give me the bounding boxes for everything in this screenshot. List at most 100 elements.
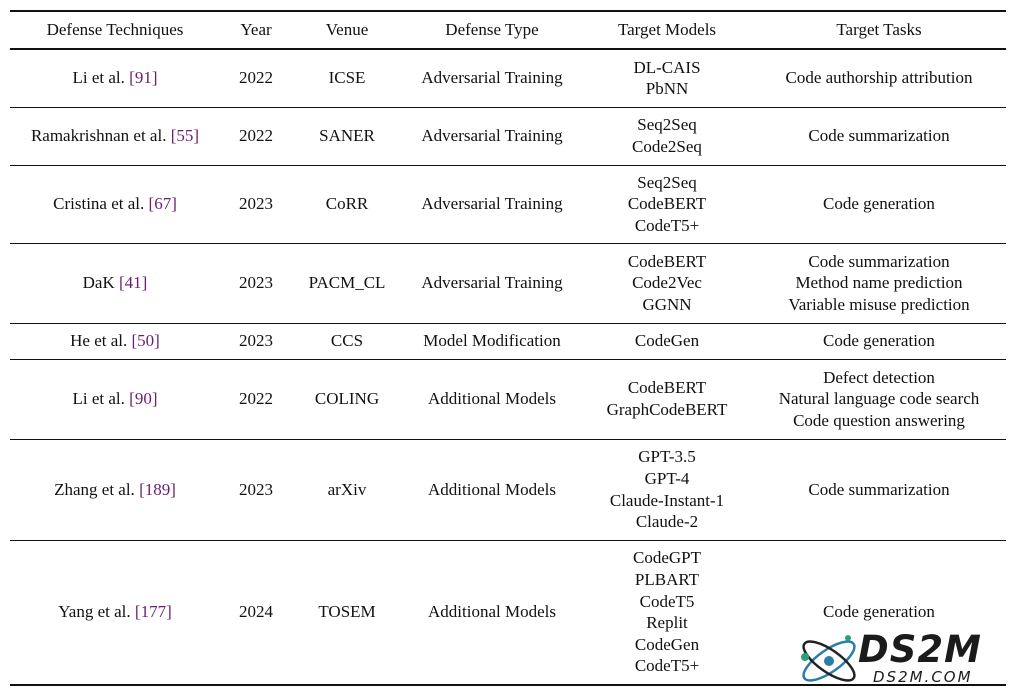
cell-venue: CoRR xyxy=(325,194,369,214)
cell-year: 2023 xyxy=(239,273,273,293)
task-name: Variable misuse prediction xyxy=(788,294,970,314)
cell-defense-technique: Ramakrishnan et al. [55] xyxy=(10,107,220,165)
author-name: Ramakrishnan et al. xyxy=(30,126,167,146)
cell-defense-type: Adversarial Training xyxy=(421,194,563,214)
task-name: Code generation xyxy=(823,331,935,351)
model-name: CodeBERT xyxy=(627,378,707,398)
citation-link[interactable]: [90] xyxy=(129,389,158,409)
citation-link[interactable]: [55] xyxy=(170,126,200,146)
cell-defense-technique: Zhang et al. [189] xyxy=(10,439,220,540)
cell-year: 2022 xyxy=(239,68,273,88)
table-row: Li et al. [91] 2022 ICSE Adversarial Traini… xyxy=(10,49,1006,107)
citation-link[interactable]: [91] xyxy=(129,68,158,88)
cell-defense-technique: Cristina et al. [67] xyxy=(10,165,220,243)
author-name: DaK xyxy=(82,273,115,293)
author-name: Cristina et al. xyxy=(53,194,145,214)
watermark-logo: DS2M DS2M.COM xyxy=(793,628,1013,694)
cell-venue: SANER xyxy=(319,126,375,146)
task-name: Code question answering xyxy=(793,410,965,430)
cell-defense-technique: Li et al. [90] xyxy=(10,359,220,439)
cell-defense-technique: Yang et al. [177] xyxy=(10,540,220,685)
cell-target-tasks: Code authorship attribution xyxy=(752,49,1006,107)
cell-year: 2022 xyxy=(239,389,273,409)
header-year: Year xyxy=(220,10,292,50)
header-row: Defense Techniques Year Venue Defense Ty… xyxy=(10,10,1006,50)
model-name: PbNN xyxy=(645,79,689,99)
cell-target-tasks: Code generation xyxy=(752,165,1006,243)
defense-techniques-table: Defense Techniques Year Venue Defense Ty… xyxy=(10,10,1006,686)
model-name: CodeT5+ xyxy=(634,656,700,676)
cell-defense-technique: Li et al. [91] xyxy=(10,49,220,107)
table-row: Li et al. [90] 2022 COLING Additional Model… xyxy=(10,359,1006,439)
watermark-title: DS2M xyxy=(858,628,982,671)
cell-target-tasks: Code generation xyxy=(752,540,1006,685)
model-name: Claude-Instant-1 xyxy=(609,490,725,510)
model-name: CodeGen xyxy=(634,331,700,351)
cell-year: 2022 xyxy=(239,126,273,146)
model-name: CodeT5+ xyxy=(634,215,700,235)
header-defense-type: Defense Type xyxy=(402,10,582,50)
atom-icon xyxy=(801,635,856,682)
citation-link[interactable]: [41] xyxy=(119,273,148,293)
cell-venue: TOSEM xyxy=(318,602,376,622)
cell-defense-type: Adversarial Training xyxy=(421,126,563,146)
task-name: Code generation xyxy=(823,194,935,214)
model-name: Replit xyxy=(646,613,688,633)
cell-year: 2023 xyxy=(239,194,273,214)
cell-target-tasks: Code summarization xyxy=(752,107,1006,165)
task-name: Natural language code search xyxy=(778,389,980,409)
header-target-models: Target Models xyxy=(582,10,752,50)
model-name: CodeGPT xyxy=(633,548,701,568)
author-name: Li et al. xyxy=(72,389,125,409)
cell-defense-type: Additional Models xyxy=(428,389,556,409)
task-name: Code authorship attribution xyxy=(785,68,973,88)
cell-target-tasks: Code summarization xyxy=(752,439,1006,540)
task-name: Code summarization xyxy=(808,251,950,271)
author-name: He et al. xyxy=(70,331,128,351)
model-name: GGNN xyxy=(642,294,692,314)
task-name: Code summarization xyxy=(808,126,950,146)
cell-year: 2023 xyxy=(239,479,273,499)
citation-link[interactable]: [67] xyxy=(148,194,177,214)
model-name: Claude-2 xyxy=(635,512,699,532)
citation-link[interactable]: [189] xyxy=(139,479,176,499)
author-name: Yang et al. xyxy=(58,602,131,622)
model-name: Code2Seq xyxy=(632,137,702,156)
header-venue: Venue xyxy=(292,10,402,50)
task-name: Method name prediction xyxy=(795,273,963,293)
cell-defense-type: Adversarial Training xyxy=(421,68,563,88)
table-row: Ramakrishnan et al. [55] 2022 SANER Adversa… xyxy=(10,107,1006,165)
cell-defense-technique: DaK [41] xyxy=(10,243,220,323)
citation-link[interactable]: [177] xyxy=(134,602,172,622)
model-name: DL-CAIS xyxy=(633,57,701,77)
model-name: CodeBERT xyxy=(627,194,707,214)
task-name: Code generation xyxy=(823,602,935,622)
model-name: Code2Vec xyxy=(632,273,702,293)
cell-venue: COLING xyxy=(314,389,380,409)
cell-defense-type: Adversarial Training xyxy=(421,273,563,293)
model-name: GPT-4 xyxy=(644,468,690,488)
model-name: GPT-3.5 xyxy=(638,447,696,467)
table-row: Cristina et al. [67] 2023 CoRR Adversarial … xyxy=(10,165,1006,243)
cell-year: 2024 xyxy=(239,602,273,622)
citation-link[interactable]: [50] xyxy=(131,331,160,351)
cell-venue: arXiv xyxy=(327,479,367,499)
cell-defense-type: Model Modification xyxy=(423,331,561,351)
task-name: Code summarization xyxy=(808,479,950,499)
watermark-subtitle: DS2M.COM xyxy=(873,668,973,686)
task-name: Defect detection xyxy=(823,367,935,387)
cell-defense-type: Additional Models xyxy=(428,602,556,622)
cell-venue: ICSE xyxy=(328,68,366,88)
header-target-tasks: Target Tasks xyxy=(752,10,1006,50)
author-name: Zhang et al. xyxy=(54,479,135,499)
model-name: CodeGen xyxy=(634,634,700,654)
